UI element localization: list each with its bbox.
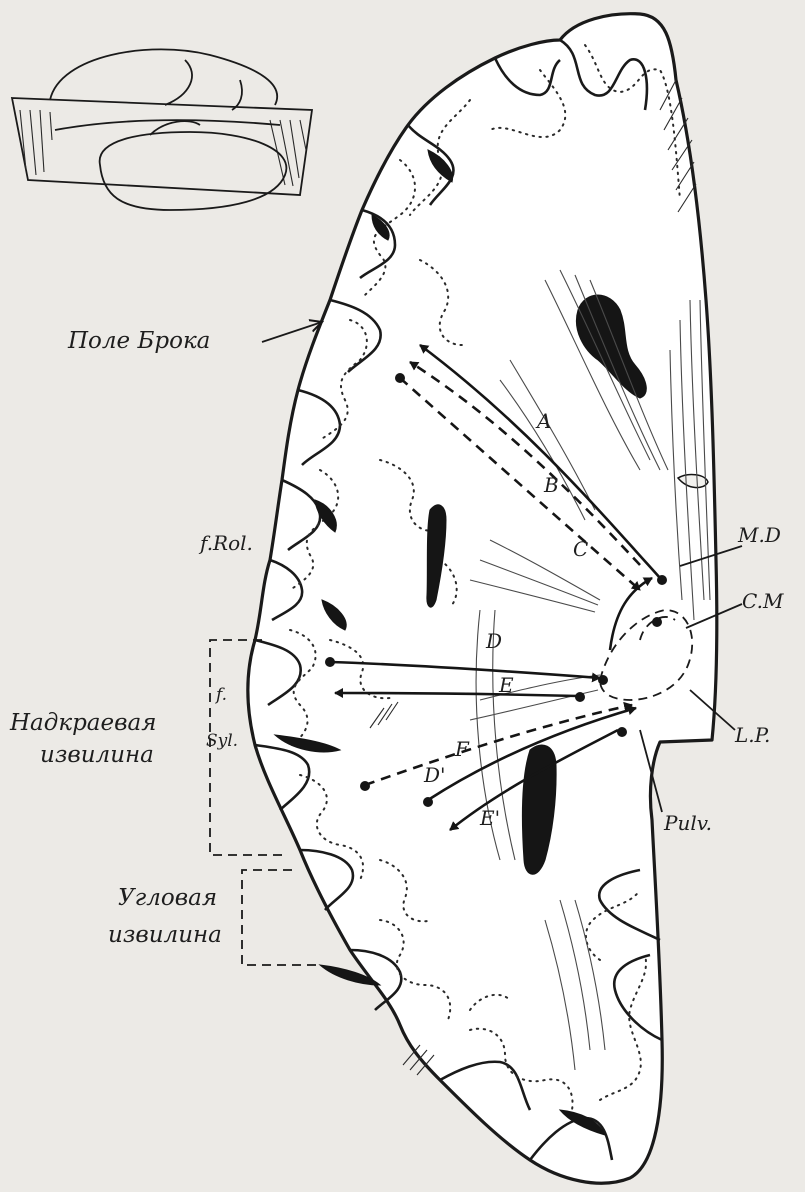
node-md bbox=[657, 575, 667, 585]
hemisphere-section bbox=[248, 14, 717, 1183]
letter-f: F bbox=[454, 737, 470, 761]
node-supramarginal-2 bbox=[360, 781, 370, 791]
node-thalamus-2 bbox=[575, 692, 585, 702]
label-lp: L.P. bbox=[734, 723, 770, 747]
label-f-rol: f.Rol. bbox=[198, 531, 253, 555]
label-supramarginal-2: извилина bbox=[40, 742, 154, 768]
letter-a: A bbox=[535, 409, 551, 433]
broca-arrow bbox=[262, 322, 322, 342]
label-md: M.D bbox=[737, 523, 781, 547]
label-broca-field: Поле Брока bbox=[67, 328, 210, 354]
label-f-syl-1: f. bbox=[214, 685, 227, 705]
letter-e-prime: E' bbox=[479, 806, 500, 830]
letter-e: E bbox=[498, 673, 514, 697]
thumbnail-gyrus-line bbox=[232, 80, 242, 110]
label-cm: C.M bbox=[742, 589, 784, 613]
label-pulvinar: Pulv. bbox=[663, 811, 712, 835]
letter-d: D bbox=[485, 629, 502, 653]
letter-b: B bbox=[543, 473, 559, 497]
letter-c: C bbox=[573, 537, 588, 561]
node-supramarginal-1 bbox=[325, 657, 335, 667]
node-pulvinar bbox=[617, 727, 627, 737]
angular-bracket bbox=[242, 870, 318, 965]
label-angular-2: извилина bbox=[108, 922, 222, 948]
node-angular bbox=[423, 797, 433, 807]
label-supramarginal-1: Надкраевая bbox=[9, 710, 156, 736]
node-broca bbox=[395, 373, 405, 383]
node-cm bbox=[652, 617, 662, 627]
thumbnail-plane-hatching bbox=[20, 110, 306, 186]
thumbnail-sylvian-line bbox=[55, 120, 280, 130]
orientation-thumbnail bbox=[12, 49, 312, 210]
thumbnail-hemisphere-top bbox=[50, 49, 277, 105]
letter-d-prime: D' bbox=[423, 763, 446, 787]
label-f-syl-2: Syl. bbox=[206, 731, 238, 751]
thumbnail-temporal-lobe bbox=[100, 132, 287, 210]
node-thalamus-1 bbox=[598, 675, 608, 685]
label-angular-1: Угловая bbox=[118, 885, 217, 911]
cortex-outline bbox=[248, 14, 717, 1183]
thumbnail-central-sulcus bbox=[165, 60, 192, 105]
